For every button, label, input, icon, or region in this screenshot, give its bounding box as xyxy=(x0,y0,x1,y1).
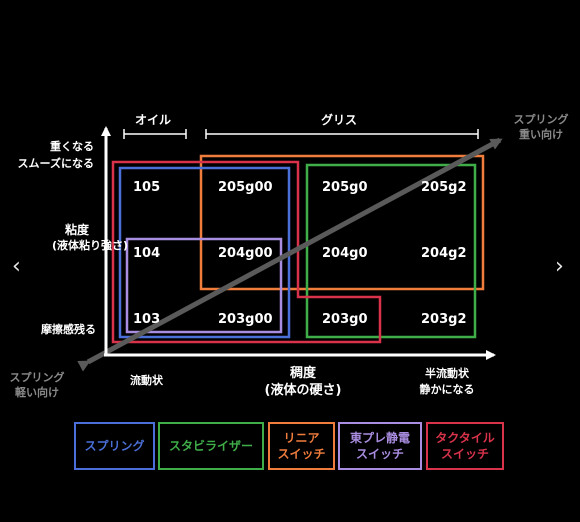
legend-tactile-switch: タクタイルスイッチ xyxy=(426,422,504,470)
x-axis-title: 稠度 (液体の硬さ) xyxy=(264,366,342,398)
x-axis-left-label: 流動状 xyxy=(130,374,163,387)
grid-cell: 205g2 xyxy=(421,180,467,195)
prev-slide-chevron-icon[interactable]: ‹ xyxy=(12,254,21,279)
grid-cell: 203g0 xyxy=(322,312,368,327)
grid-cell: 204g0 xyxy=(322,246,368,261)
legend-stabilizer: スタビライザー xyxy=(158,422,264,470)
grid-cell: 104 xyxy=(133,246,161,261)
y-axis-title: 粘度 (液体粘り強さ) xyxy=(52,223,129,252)
x-axis-right-label: 半流動状 静かになる xyxy=(419,367,475,396)
oil-bracket xyxy=(123,129,187,139)
grid-cell: 204g2 xyxy=(421,246,467,261)
y-axis-bottom-label: 摩擦感残る xyxy=(41,323,96,336)
y-axis-top-label: 重くなる スムーズになる xyxy=(17,140,94,170)
grid-cell: 203g00 xyxy=(218,312,273,327)
spring-weight-arrow xyxy=(77,137,503,372)
spring-heavy-label: スプリング 重い向け xyxy=(513,113,569,141)
legend-topre-switch: 東プレ静電スイッチ xyxy=(338,422,422,470)
grid-cell: 205g0 xyxy=(322,180,368,195)
oil-label: オイル xyxy=(135,113,172,127)
legend-linear-switch: リニアスイッチ xyxy=(268,422,335,470)
grid-cell: 103 xyxy=(133,312,161,327)
grid-cell: 204g00 xyxy=(218,246,273,261)
legend-spring: スプリング xyxy=(74,422,155,470)
grid-cell: 203g2 xyxy=(421,312,467,327)
grid-cell: 105 xyxy=(133,180,161,195)
grid-cell: 205g00 xyxy=(218,180,273,195)
grease-bracket xyxy=(205,129,479,139)
grease-label: グリス xyxy=(321,113,358,127)
spring-light-label: スプリング 軽い向け xyxy=(9,371,65,399)
next-slide-chevron-icon[interactable]: › xyxy=(555,254,564,279)
